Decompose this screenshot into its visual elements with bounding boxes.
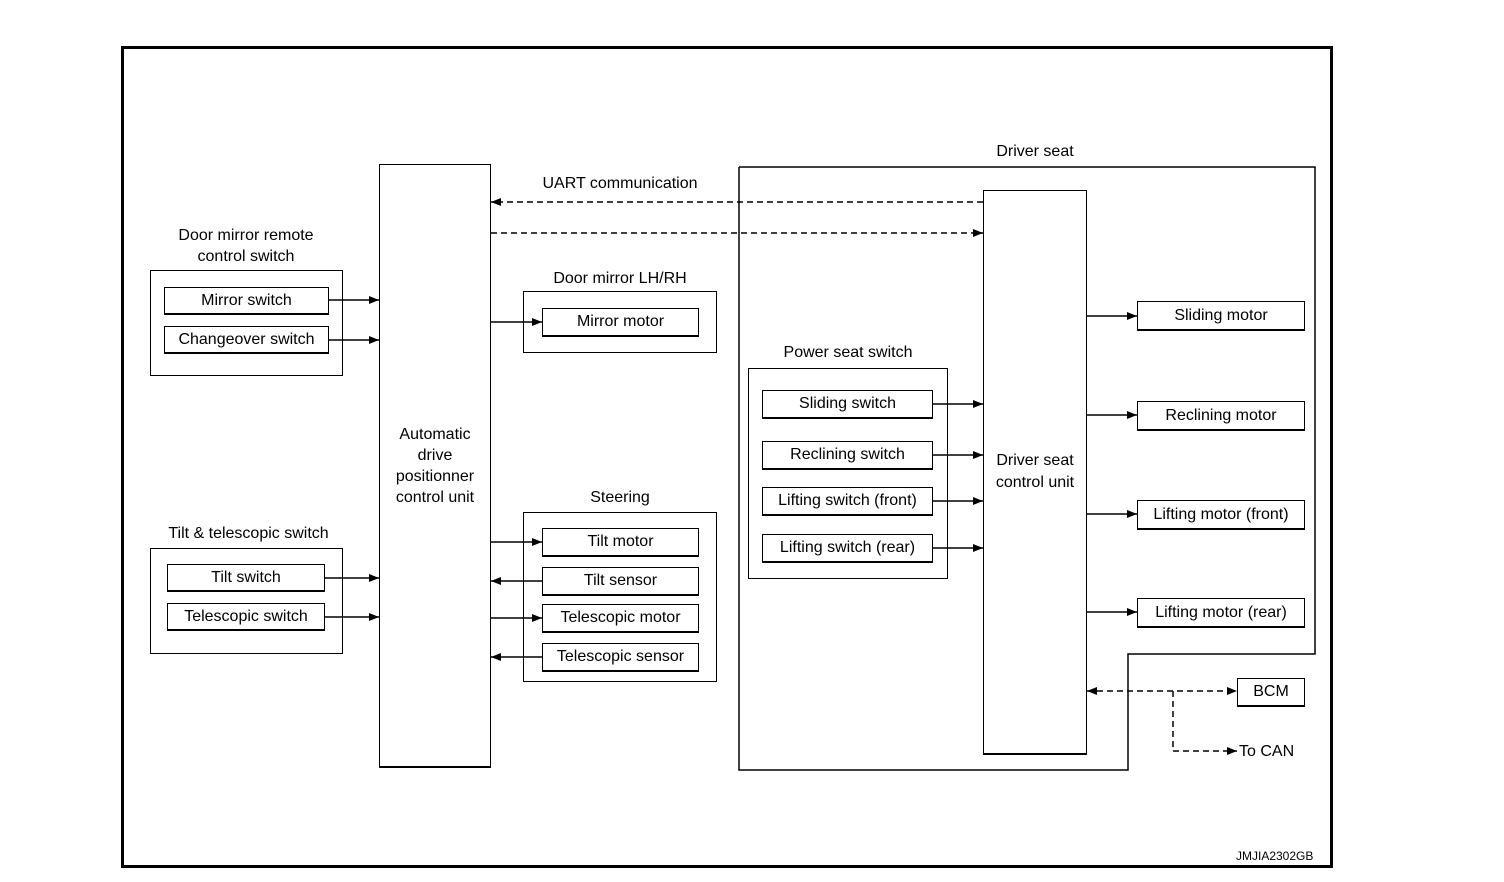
reclining-motor: Reclining motor (1137, 401, 1305, 431)
changeover-switch: Changeover switch (164, 326, 329, 354)
lifting-motor-front: Lifting motor (front) (1137, 500, 1305, 530)
tilt-switch: Tilt switch (167, 564, 325, 592)
telescopic-sensor: Telescopic sensor (542, 643, 699, 672)
lifting-switch-front: Lifting switch (front) (762, 487, 933, 516)
reclining-switch: Reclining switch (762, 441, 933, 470)
driver-seat-control-unit: Driver seat control unit (983, 190, 1087, 755)
tilt-telescopic-frame (150, 548, 343, 654)
power-seat-switch-frame (748, 368, 948, 579)
telescopic-switch: Telescopic switch (167, 603, 325, 631)
tilt-telescopic-title: Tilt & telescopic switch (168, 525, 329, 542)
tilt-sensor: Tilt sensor (542, 567, 699, 596)
sliding-motor: Sliding motor (1137, 301, 1305, 331)
door-mirror-remote-title-1: Door mirror remote (178, 227, 314, 244)
dscu-label-1: Driver seat (996, 452, 1074, 469)
door-mirror-frame (523, 291, 717, 353)
dscu-label-2: control unit (995, 474, 1075, 491)
driver-seat-outline (738, 166, 1316, 771)
telescopic-motor: Telescopic motor (542, 604, 699, 633)
steering-title: Steering (590, 489, 650, 506)
lifting-motor-rear: Lifting motor (rear) (1137, 598, 1305, 628)
adp-label-2: drive (417, 446, 453, 464)
uart-label: UART communication (542, 175, 698, 192)
figure-code: JMJIA2302GB (1236, 849, 1314, 863)
mirror-switch: Mirror switch (164, 287, 329, 315)
lifting-switch-rear: Lifting switch (rear) (762, 534, 933, 563)
diagram-frame (121, 46, 1333, 868)
steering-frame (523, 512, 717, 682)
door-mirror-remote-frame (150, 270, 343, 376)
driver-seat-title: Driver seat (996, 143, 1074, 160)
adp-control-unit: Automatic drive positionner control unit (379, 164, 491, 768)
bcm: BCM (1237, 678, 1305, 707)
tilt-motor: Tilt motor (542, 528, 699, 557)
door-mirror-remote-title-2: control switch (197, 248, 295, 265)
sliding-switch: Sliding switch (762, 390, 933, 419)
adp-label-3: positionner (395, 467, 475, 485)
mirror-motor: Mirror motor (542, 308, 699, 337)
adp-label-1: Automatic (399, 425, 471, 443)
door-mirror-title: Door mirror LH/RH (553, 270, 687, 287)
adp-label-4: control unit (395, 488, 475, 506)
to-can-label: To CAN (1239, 743, 1295, 760)
power-seat-switch-title: Power seat switch (783, 344, 913, 361)
